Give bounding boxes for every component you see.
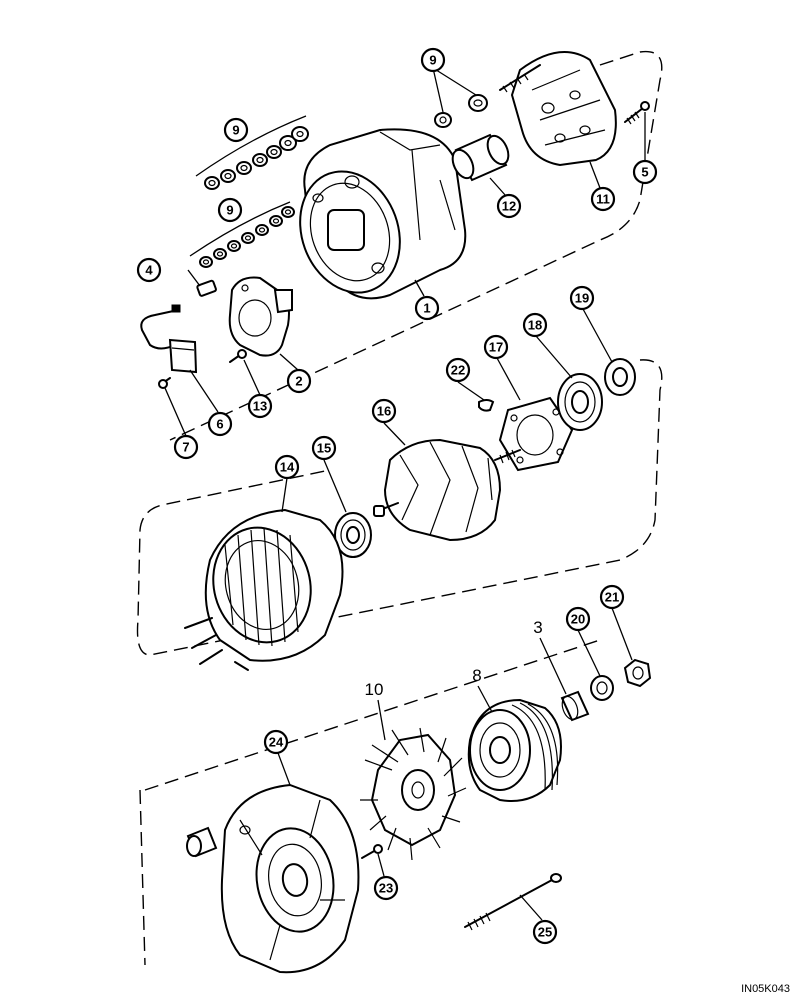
svg-text:19: 19 bbox=[575, 291, 589, 306]
svg-text:21: 21 bbox=[605, 590, 619, 605]
spacer-bushing bbox=[560, 690, 590, 722]
pulley bbox=[467, 698, 562, 802]
stator bbox=[184, 508, 344, 671]
callout-2: 2 bbox=[286, 368, 312, 394]
bracket-lower bbox=[189, 201, 291, 257]
svg-text:22: 22 bbox=[451, 363, 465, 378]
brush bbox=[196, 279, 217, 297]
callout-21: 21 bbox=[599, 584, 625, 610]
callout-9c: 9 bbox=[420, 47, 446, 73]
regulator-screw bbox=[229, 349, 247, 363]
svg-text:2: 2 bbox=[295, 374, 302, 389]
callout-16: 16 bbox=[371, 398, 397, 424]
pulley-nut bbox=[623, 658, 652, 688]
woodruff-key bbox=[478, 399, 495, 412]
bearing-spacer bbox=[604, 358, 636, 396]
washer-stack-upper bbox=[204, 126, 309, 190]
svg-text:25: 25 bbox=[538, 925, 552, 940]
slip-ring-collar bbox=[451, 133, 510, 182]
callout-14: 14 bbox=[274, 454, 300, 480]
through-bolt bbox=[464, 873, 562, 931]
callout-12: 12 bbox=[496, 193, 522, 219]
mounting-bushing bbox=[186, 826, 218, 858]
fan-screw bbox=[361, 844, 383, 859]
svg-text:24: 24 bbox=[269, 735, 284, 750]
suppression-capacitor bbox=[140, 304, 198, 374]
callout-4: 4 bbox=[136, 257, 162, 283]
terminal-nuts bbox=[434, 94, 488, 128]
callout-17: 17 bbox=[483, 334, 509, 360]
callout-13: 13 bbox=[247, 393, 273, 419]
svg-text:14: 14 bbox=[280, 460, 295, 475]
upper-group-boundary bbox=[169, 50, 663, 441]
svg-text:5: 5 bbox=[641, 165, 648, 180]
callout-18: 18 bbox=[522, 312, 548, 338]
callout-15: 15 bbox=[311, 435, 337, 461]
svg-text:20: 20 bbox=[571, 612, 585, 627]
svg-text:9: 9 bbox=[226, 203, 233, 218]
capacitor-screw bbox=[158, 377, 171, 389]
svg-text:18: 18 bbox=[528, 318, 542, 333]
svg-text:12: 12 bbox=[502, 199, 516, 214]
svg-text:1: 1 bbox=[423, 301, 430, 316]
lower-group-boundary bbox=[139, 639, 601, 966]
callout-9a: 9 bbox=[223, 117, 249, 143]
voltage-regulator bbox=[228, 276, 293, 357]
front-housing bbox=[220, 783, 360, 974]
pulley-washer bbox=[590, 675, 614, 701]
label-8: 8 bbox=[472, 666, 481, 685]
callout-23: 23 bbox=[373, 875, 399, 901]
callout-24: 24 bbox=[263, 729, 289, 755]
callout-19: 19 bbox=[569, 285, 595, 311]
svg-text:9: 9 bbox=[232, 123, 239, 138]
svg-text:4: 4 bbox=[145, 263, 153, 278]
rectifier-bridge bbox=[499, 51, 617, 167]
leader-lines bbox=[164, 67, 646, 921]
middle-group-boundary bbox=[136, 359, 663, 656]
rectifier-screw bbox=[624, 101, 650, 125]
svg-text:16: 16 bbox=[377, 404, 391, 419]
label-10: 10 bbox=[365, 680, 384, 699]
svg-text:15: 15 bbox=[317, 441, 331, 456]
callout-1: 1 bbox=[414, 295, 440, 321]
callout-20: 20 bbox=[565, 606, 591, 632]
callout-22: 22 bbox=[445, 357, 471, 383]
callout-11: 11 bbox=[590, 186, 616, 212]
label-3: 3 bbox=[533, 618, 542, 637]
reference-code: IN05K043 bbox=[741, 983, 790, 995]
svg-text:7: 7 bbox=[182, 440, 189, 455]
svg-text:6: 6 bbox=[216, 417, 223, 432]
svg-text:9: 9 bbox=[429, 53, 436, 68]
callout-6: 6 bbox=[207, 411, 233, 437]
front-bearing bbox=[557, 373, 603, 431]
rear-housing bbox=[299, 128, 467, 300]
cooling-fan bbox=[360, 727, 467, 861]
svg-text:11: 11 bbox=[596, 192, 610, 207]
callout-9b: 9 bbox=[217, 197, 243, 223]
svg-text:23: 23 bbox=[379, 881, 393, 896]
callout-7: 7 bbox=[173, 434, 199, 460]
callout-25: 25 bbox=[532, 919, 558, 945]
callout-5: 5 bbox=[632, 159, 658, 185]
washer-stack-lower bbox=[199, 206, 295, 268]
svg-text:13: 13 bbox=[253, 399, 267, 414]
bracket-upper bbox=[195, 115, 307, 177]
rotor bbox=[373, 438, 521, 542]
rear-bearing bbox=[334, 512, 372, 558]
svg-text:17: 17 bbox=[489, 340, 503, 355]
